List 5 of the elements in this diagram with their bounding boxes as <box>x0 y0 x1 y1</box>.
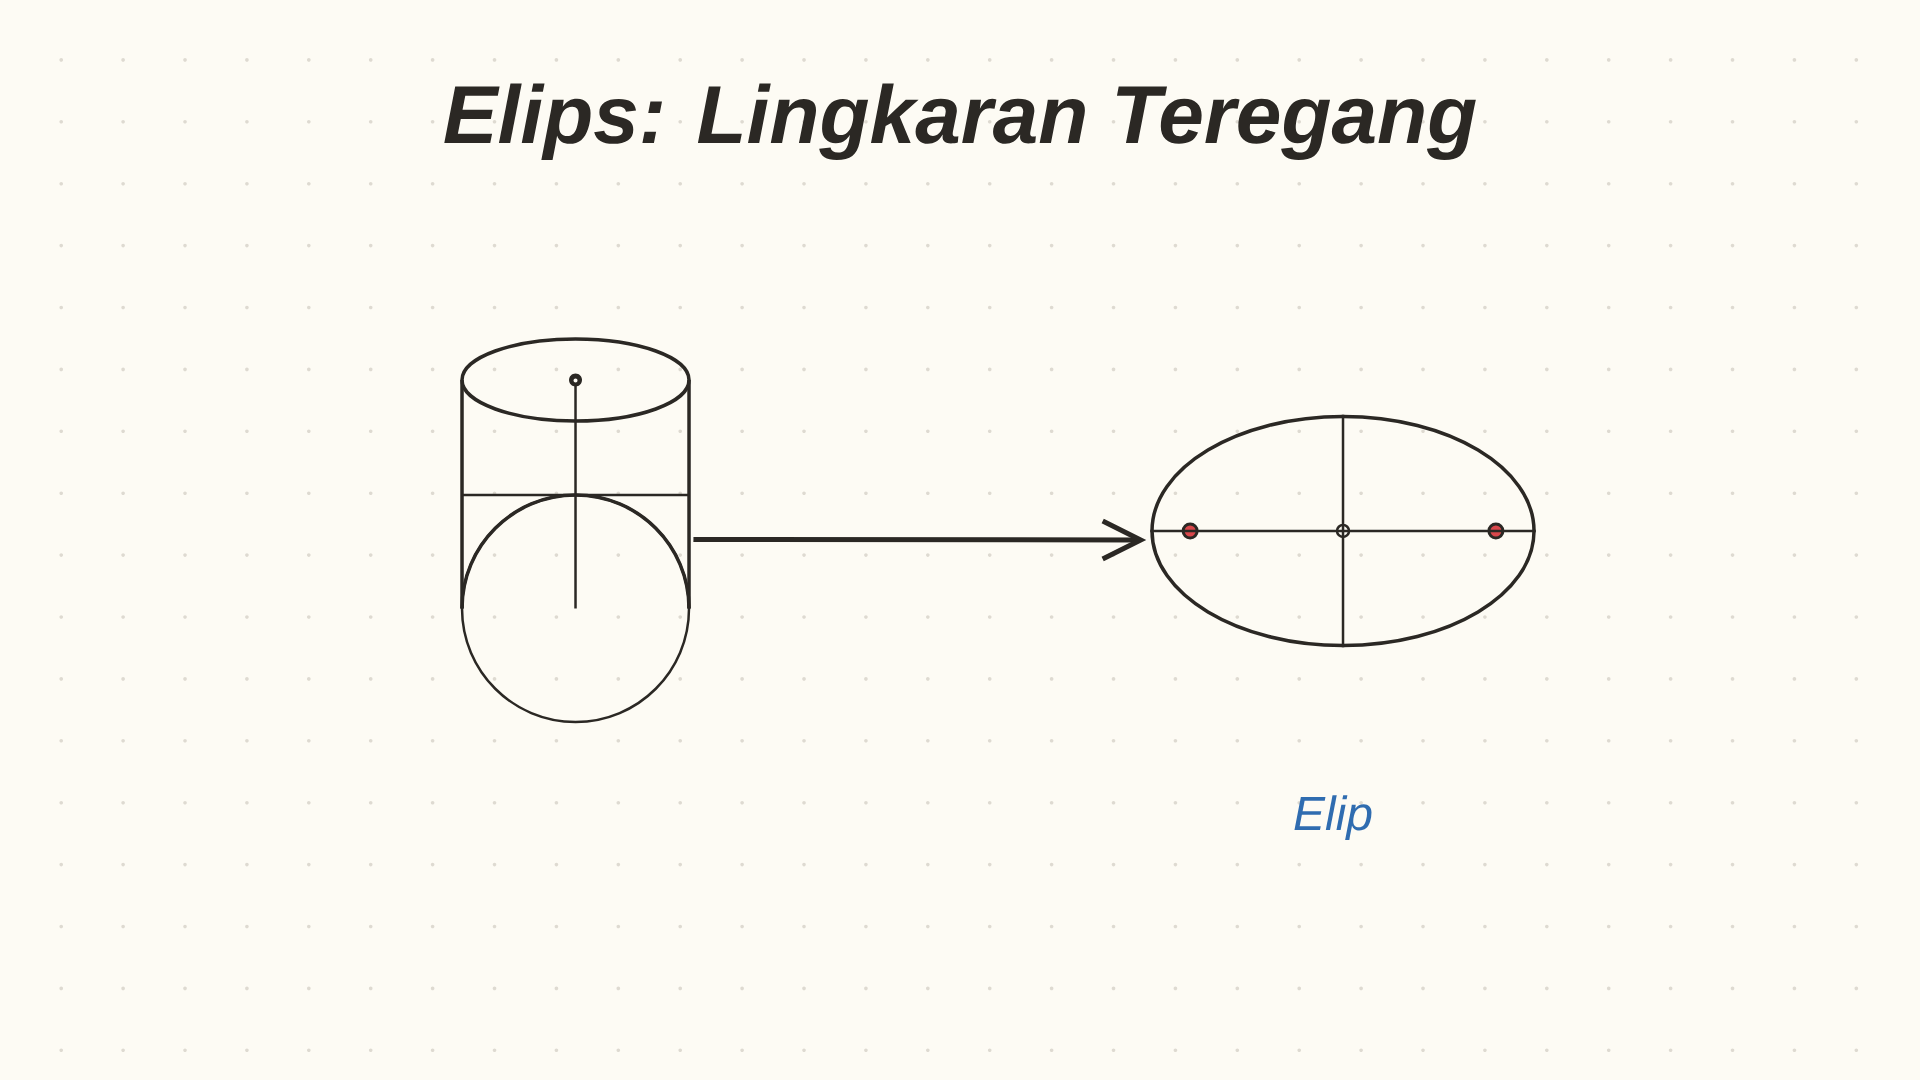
ellipse <box>1150 414 1536 648</box>
cylinder-drawing <box>460 337 691 724</box>
title: Elips: Lingkaran Teregang <box>444 83 1476 160</box>
arrow <box>693 518 1147 562</box>
ellipse-label: Elip <box>1294 795 1372 840</box>
